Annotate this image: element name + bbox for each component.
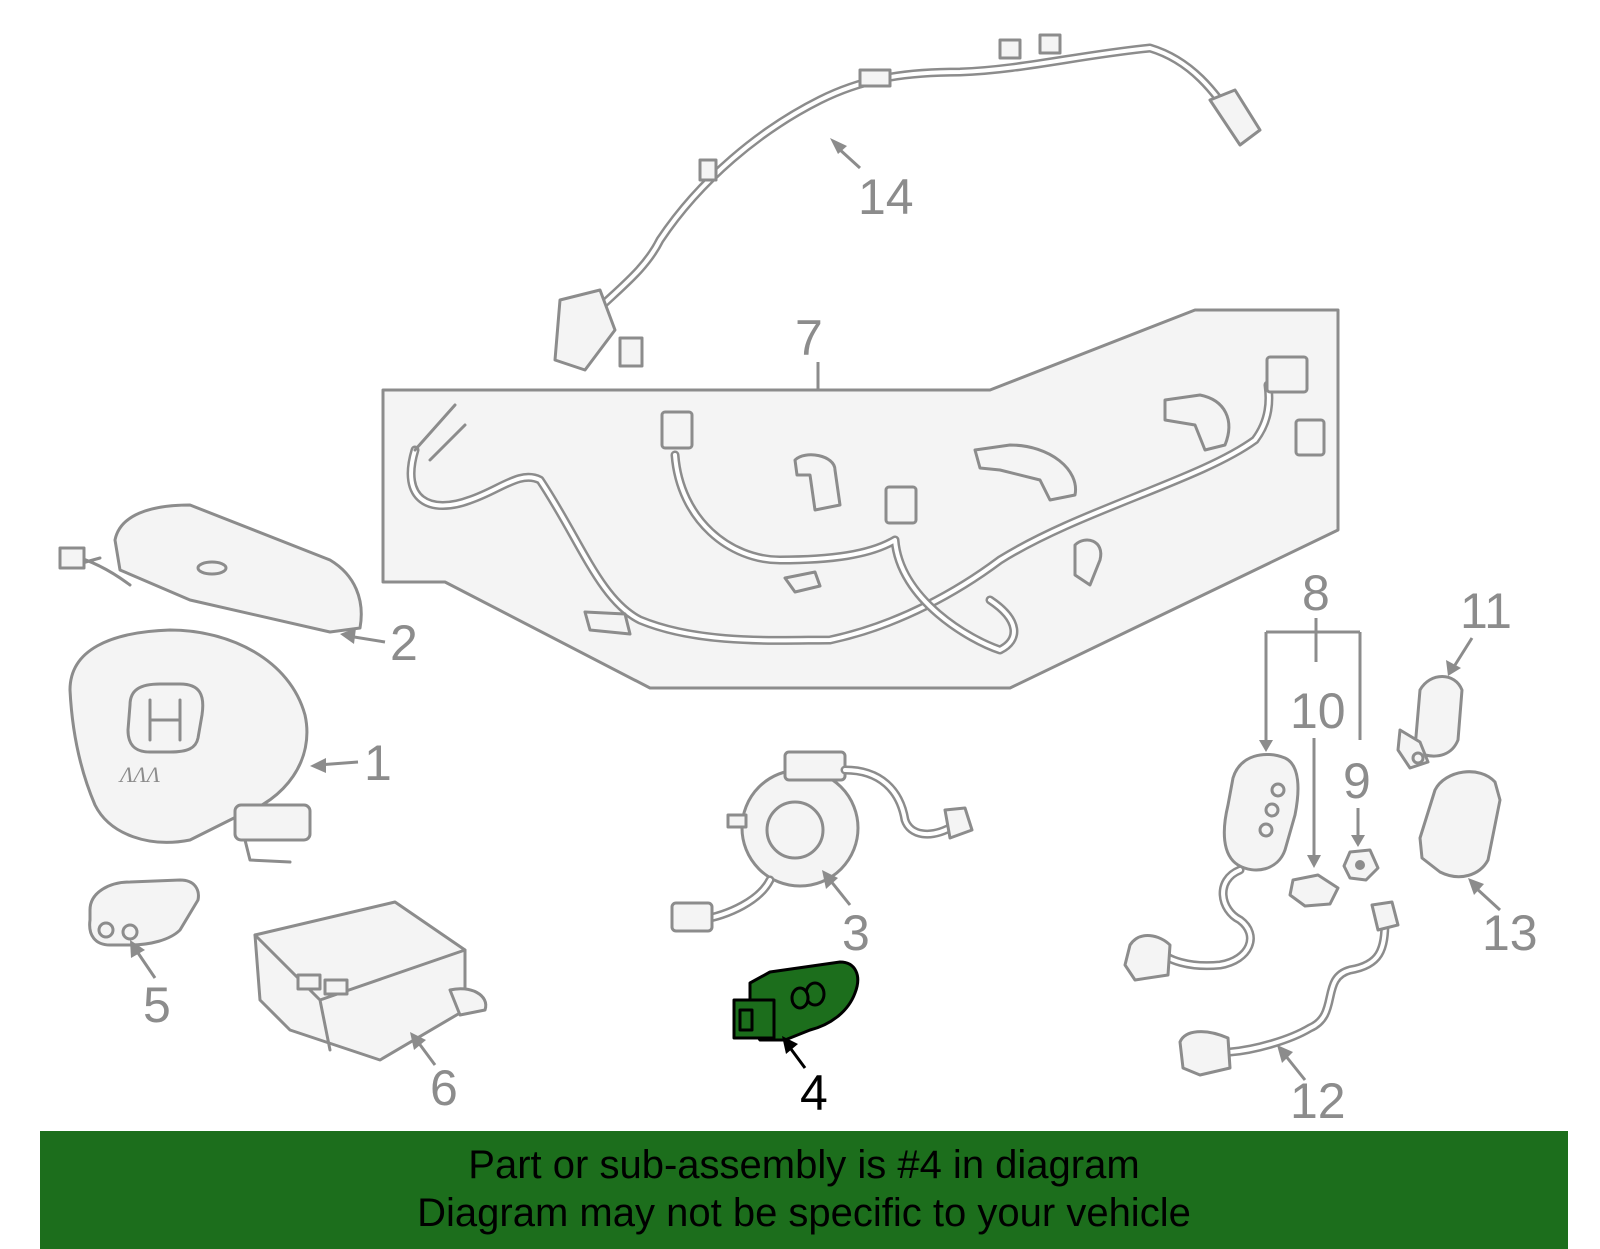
leader-5 (134, 949, 157, 979)
part-13-side-airbag (1418, 770, 1502, 879)
callout-7: 7 (795, 310, 823, 366)
callout-3: 3 (842, 905, 870, 961)
callout-1: 1 (364, 735, 392, 791)
part-7-harness (406, 355, 1326, 655)
part-10-clip (1288, 873, 1340, 908)
part-11-sensor (1396, 675, 1464, 770)
callout-10: 10 (1290, 683, 1346, 739)
part-8-seat-sensor (1123, 753, 1300, 982)
callout-8: 8 (1302, 565, 1330, 621)
leader-6 (416, 1041, 437, 1066)
callout-11: 11 (1460, 583, 1512, 639)
leader-14 (836, 146, 862, 170)
part-9-hole (1355, 860, 1365, 870)
leader-3 (828, 879, 852, 906)
callout-13: 13 (1482, 905, 1538, 961)
callout-9: 9 (1343, 753, 1371, 809)
part-2-passenger-airbag (58, 503, 363, 634)
leader-8 (1264, 618, 1362, 740)
leader-11 (1453, 637, 1474, 666)
logo-text-marking: ΛΛΛ (118, 762, 161, 787)
callout-6: 6 (430, 1060, 458, 1116)
part-4-highlighted (732, 960, 860, 1042)
banner-line-1: Part or sub-assembly is #4 in diagram (468, 1143, 1140, 1187)
leader-13 (1474, 886, 1502, 912)
callout-12: 12 (1290, 1073, 1346, 1129)
part-12-wire-harness (1178, 900, 1400, 1077)
part-7-harness-box (381, 308, 1340, 690)
callout-4: 4 (800, 1065, 828, 1121)
banner-line-2: Diagram may not be specific to your vehi… (417, 1191, 1191, 1235)
part-3-cable-reel (670, 750, 974, 933)
callout-5: 5 (143, 977, 171, 1033)
leader-12 (1283, 1054, 1307, 1081)
info-banner: Part or sub-assembly is #4 in diagram Di… (40, 1131, 1568, 1249)
part-5-sensor (88, 878, 200, 947)
callout-2: 2 (390, 615, 418, 671)
callout-14: 14 (858, 169, 914, 225)
part-6-control-unit (253, 900, 488, 1062)
part-1-driver-airbag: ΛΛΛ (68, 628, 312, 864)
part-14-curtain-airbag (553, 33, 1262, 372)
